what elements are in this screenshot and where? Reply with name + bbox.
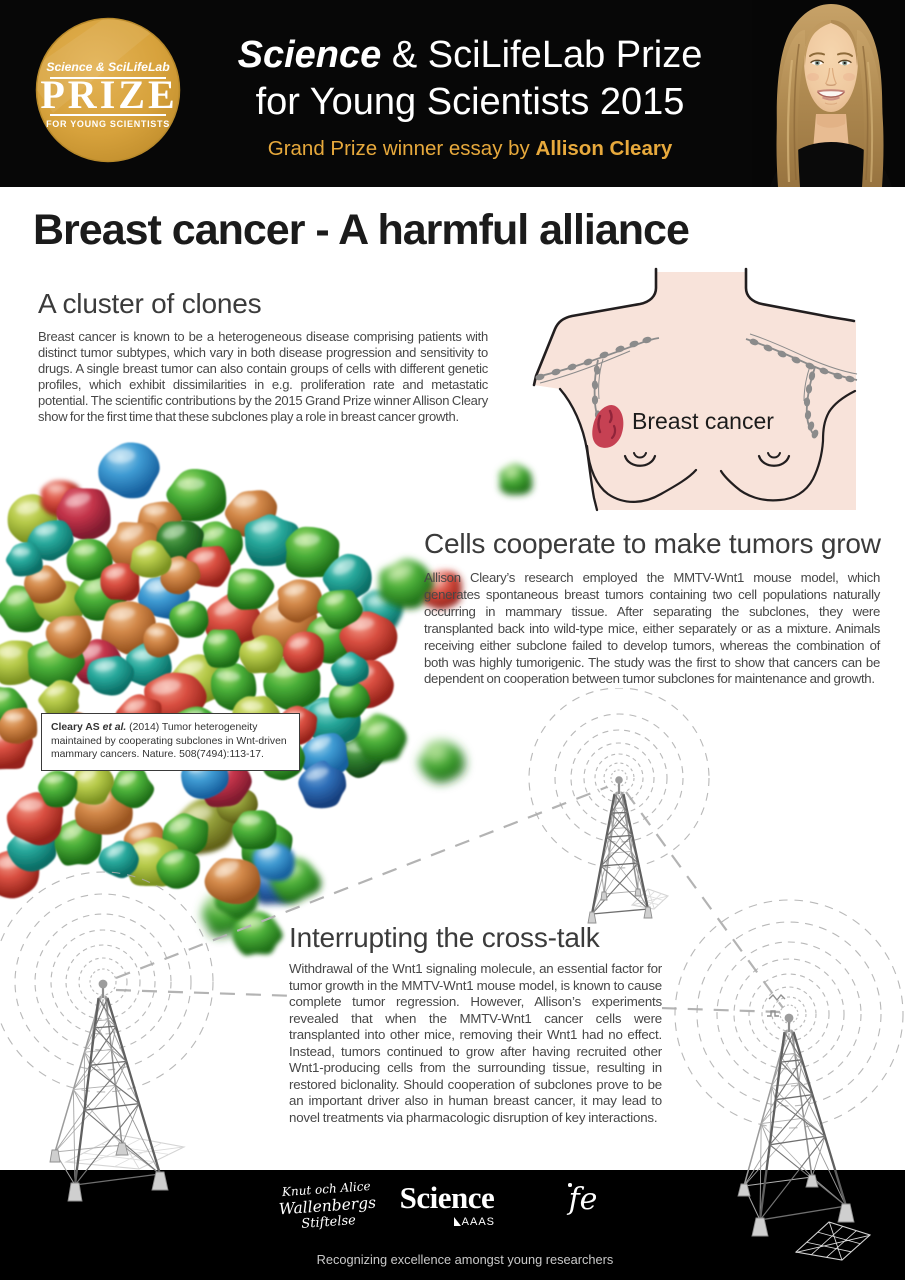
aaas-logo: AAAS	[399, 1216, 495, 1228]
header-title-science: Science	[237, 34, 382, 76]
subtitle-prefix: Grand Prize winner essay by	[267, 137, 536, 160]
citation-box: Cleary AS et al. (2014) Tumor heterogene…	[41, 713, 300, 772]
header-titles: Science & SciLifeLab Prize for Young Sci…	[185, 0, 755, 187]
section3-body: Withdrawal of the Wnt1 signaling molecul…	[289, 961, 662, 1126]
section3-heading: Interrupting the cross-talk	[289, 922, 600, 953]
badge-prize: PRIZE	[40, 72, 177, 117]
winner-portrait	[752, 0, 905, 187]
section1-body: Breast cancer is known to be a heterogen…	[38, 329, 488, 424]
citation-etal: et al.	[102, 722, 127, 733]
fe-text: fe	[568, 1182, 598, 1217]
section2-heading: Cells cooperate to make tumors grow	[424, 528, 881, 559]
article-title: Breast cancer - A harmful alliance	[33, 206, 690, 254]
subtitle-winner-name: Allison Cleary	[535, 137, 673, 160]
header-title: Science & SciLifeLab Prize for Young Sci…	[185, 32, 755, 126]
header-title-rest: & SciLifeLab Prize	[381, 34, 703, 76]
fe-dot-icon	[568, 1183, 572, 1187]
badge-brand: Science & SciLifeLab	[46, 60, 170, 74]
footer-tagline: Recognizing excellence amongst young res…	[316, 1252, 614, 1267]
torso-label: Breast cancer	[632, 408, 774, 434]
badge-tagline: FOR YOUNG SCIENTISTS	[46, 119, 170, 129]
aaas-text: AAAS	[461, 1216, 495, 1228]
torso-illustration: Breast cancer	[532, 267, 858, 512]
header-subtitle: Grand Prize winner essay by Allison Clea…	[185, 137, 755, 161]
science-aaas-logo: Science AAAS	[399, 1180, 495, 1228]
citation-author: Cleary AS	[51, 722, 103, 733]
radio-towers-illustration	[0, 688, 904, 1261]
wallenberg-logo: Knut och Alice Wallenbergs Stiftelse	[253, 1177, 401, 1236]
aaas-triangle-icon	[453, 1217, 461, 1226]
section1-heading: A cluster of clones	[38, 288, 262, 319]
fe-logo: fe	[560, 1182, 606, 1217]
science-logo-text: Science	[399, 1180, 495, 1215]
section2-body: Allison Cleary’s research employed the M…	[424, 570, 880, 687]
header-title-line2: for Young Scientists 2015	[255, 81, 685, 123]
citation-text: (2014) Tumor heterogeneity maintained by…	[51, 722, 287, 761]
